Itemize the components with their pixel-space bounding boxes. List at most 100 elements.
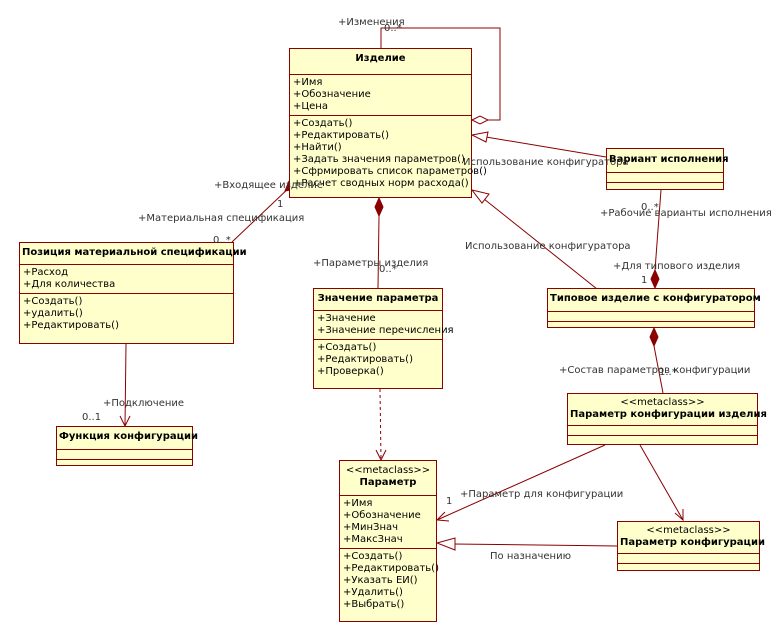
- label-vkhodyashchee-mult: 1: [277, 199, 284, 210]
- label-dlya-tipovogo-mult: 1: [641, 275, 648, 286]
- class-funktsiya-attributes: [57, 450, 192, 460]
- podklyuchenie-association-line: [124, 343, 127, 427]
- class-tipovoe-header: Типовое изделие с конфигуратором: [548, 289, 761, 312]
- label-param-dlya-mult: 1: [446, 496, 453, 507]
- class-pozitsiya-operations: +Создать() +удалить() +Редактировать(): [20, 294, 233, 334]
- izmeneniya-aggregation-diamond: [470, 115, 490, 125]
- attribute: +МаксЗнач: [343, 534, 403, 545]
- operation: +Удалить(): [343, 587, 403, 598]
- class-znachenie-operations: +Создать() +Редактировать() +Проверка(): [314, 340, 442, 380]
- class-variant-name: Вариант исполнения: [609, 154, 729, 165]
- label-ispolz-konf-1: Использование конфигуратора: [463, 157, 629, 168]
- label-izmeneniya-mult: 0..*: [384, 23, 402, 34]
- sostav-association-line: [653, 345, 664, 394]
- param-konf-association-line: [639, 444, 684, 521]
- class-izdelie-attributes: +Имя +Обозначение +Цена: [290, 75, 471, 116]
- class-param-konf-name: Параметр конфигурации: [620, 537, 765, 548]
- rabochie-association-line: [654, 189, 662, 271]
- class-tipovoe[interactable]: Типовое изделие с конфигуратором: [547, 288, 761, 331]
- class-param-konf-izd-attributes: [568, 426, 757, 436]
- operation: +Указать ЕИ(): [343, 575, 418, 586]
- class-tipovoe-attributes: [548, 312, 754, 322]
- class-tipovoe-operations: [548, 322, 754, 331]
- class-izdelie-operations: +Создать() +Редактировать() +Найти() +За…: [290, 116, 487, 192]
- label-param-dlya-konf: +Параметр для конфигурации: [460, 489, 624, 500]
- operation: +Создать(): [293, 118, 353, 129]
- class-variant[interactable]: Вариант исполнения: [606, 148, 729, 192]
- class-izdelie-header: Изделие: [290, 49, 471, 75]
- class-parametr-attributes: +Имя +Обозначение +МинЗнач +МаксЗнач: [340, 496, 436, 549]
- class-variant-attributes: [607, 173, 723, 183]
- class-funktsiya[interactable]: Функция конфигурации: [56, 426, 199, 466]
- attribute: +Обозначение: [293, 89, 371, 100]
- label-mat-spec-mult: 0..*: [213, 235, 231, 246]
- label-rabochie-mult: 0..*: [641, 202, 659, 213]
- class-parametr-header: <<metaclass>> Параметр: [340, 461, 436, 496]
- class-izdelie-name: Изделие: [355, 53, 406, 64]
- operation: +Сфрмировать список параметров(): [293, 166, 487, 177]
- attribute: +Для количества: [23, 279, 116, 290]
- variant-generalization-arrow: [470, 131, 489, 143]
- attribute: +Значение: [317, 313, 376, 324]
- class-parametr[interactable]: <<metaclass>> Параметр +Имя +Обозначение…: [339, 460, 439, 622]
- class-param-konf[interactable]: <<metaclass>> Параметр конфигурации: [617, 521, 765, 573]
- mat-spec-association-line: [231, 185, 292, 243]
- class-funktsiya-name: Функция конфигурации: [59, 431, 199, 442]
- class-param-konf-izd-stereotype: <<metaclass>>: [620, 397, 705, 408]
- label-parametry-izd: +Параметры изделия: [313, 258, 429, 269]
- class-znachenie[interactable]: Значение параметра +Значение +Значение п…: [313, 288, 454, 389]
- class-pozitsiya[interactable]: Позиция материальной спецификации +Расхо…: [19, 242, 247, 344]
- class-znachenie-attributes: +Значение +Значение перечисления: [314, 311, 454, 340]
- class-variant-operations: [607, 183, 723, 192]
- operation: +Проверка(): [317, 366, 384, 377]
- class-funktsiya-header: Функция конфигурации: [57, 427, 199, 450]
- param-dlya-association-line: [436, 444, 606, 521]
- label-podklyuchenie-mult: 0..1: [82, 412, 102, 423]
- class-pozitsiya-header: Позиция материальной спецификации: [20, 243, 247, 265]
- tipovoe-generalization-arrow: [470, 189, 490, 204]
- izmeneniya-self-association: [380, 27, 501, 121]
- class-znachenie-header: Значение параметра: [314, 289, 442, 311]
- attribute: +МинЗнач: [343, 522, 399, 533]
- class-param-konf-izd-header: <<metaclass>> Параметр конфигурации изде…: [568, 394, 767, 426]
- attribute: +Цена: [293, 101, 328, 112]
- class-tipovoe-name: Типовое изделие с конфигуратором: [550, 293, 761, 304]
- class-izdelie[interactable]: Изделие +Имя +Обозначение +Цена +Создать…: [289, 48, 487, 198]
- class-parametr-name: Параметр: [359, 477, 417, 488]
- znachenie-dependency-line: [379, 388, 382, 461]
- operation: +Редактировать(): [317, 354, 413, 365]
- label-ispolz-konf-2: Использование конфигуратора: [465, 241, 631, 252]
- po-naznacheniyu-generalization-line: [452, 543, 618, 547]
- label-podklyuchenie: +Подключение: [103, 398, 185, 409]
- class-pozitsiya-attributes: +Расход +Для количества: [20, 265, 233, 294]
- po-naznacheniyu-generalization-arrow: [435, 537, 456, 551]
- label-po-naznacheniyu: По назначению: [490, 551, 571, 562]
- operation: +Редактировать(): [23, 320, 119, 331]
- attribute: +Расход: [23, 267, 68, 278]
- operation: +Создать(): [23, 296, 83, 307]
- class-param-konf-operations: [618, 564, 759, 573]
- class-param-konf-izd-name: Параметр конфигурации изделия: [570, 409, 767, 420]
- label-rabochie-var: +Рабочие варианты исполнения: [600, 208, 772, 219]
- tipovoe-generalization-line: [483, 198, 598, 290]
- label-vkhodyashchee: +Входящее изделие: [214, 180, 324, 191]
- operation: +Задать значения параметров(): [293, 154, 465, 165]
- label-dlya-tipovogo: +Для типового изделия: [613, 261, 741, 272]
- class-parametr-operations: +Создать() +Редактировать() +Указать ЕИ(…: [340, 549, 439, 613]
- attribute: +Обозначение: [343, 510, 421, 521]
- label-izmeneniya: +Изменения: [338, 17, 405, 28]
- operation: +Создать(): [317, 342, 377, 353]
- attribute: +Имя: [343, 498, 373, 509]
- class-znachenie-name: Значение параметра: [317, 293, 439, 304]
- attribute: +Имя: [293, 77, 323, 88]
- class-pozitsiya-name: Позиция материальной спецификации: [22, 247, 247, 258]
- param-dlya-arrow-head: [435, 511, 450, 522]
- variant-generalization-line: [485, 136, 607, 158]
- label-parametry-mult: 0..*: [379, 264, 397, 275]
- operation: +Найти(): [293, 142, 342, 153]
- class-param-konf-stereotype: <<metaclass>>: [646, 525, 731, 536]
- class-param-konf-header: <<metaclass>> Параметр конфигурации: [618, 522, 765, 554]
- class-param-konf-izd[interactable]: <<metaclass>> Параметр конфигурации изде…: [567, 393, 767, 445]
- parametry-association-line: [377, 215, 380, 289]
- operation: +Выбрать(): [343, 599, 405, 610]
